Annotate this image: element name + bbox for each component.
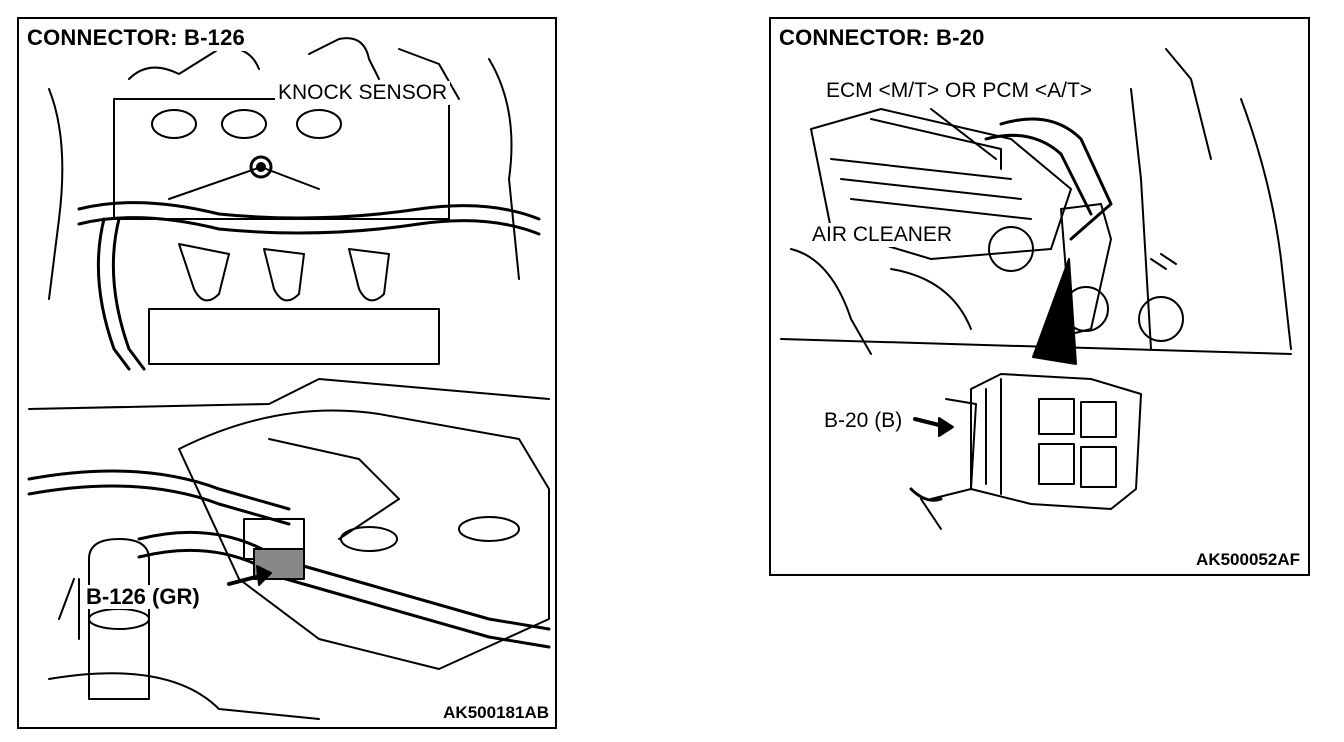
ecm-pcm-label: ECM <M/T> OR PCM <A/T> bbox=[823, 79, 1096, 103]
connector-b20-panel: CONNECTOR: B-20 ECM <M/T> OR PCM <A/T> A… bbox=[769, 17, 1310, 576]
figure-code-right: AK500052AF bbox=[1196, 550, 1300, 569]
panel-title-b126: CONNECTOR: B-126 bbox=[25, 25, 249, 51]
panel-title-b20: CONNECTOR: B-20 bbox=[777, 25, 989, 51]
connector-b20-label: B-20 (B) bbox=[821, 409, 906, 433]
connector-b126-label: B-126 (GR) bbox=[83, 585, 203, 609]
knock-sensor-label: KNOCK SENSOR bbox=[275, 81, 451, 105]
air-cleaner-label: AIR CLEANER bbox=[809, 223, 956, 247]
engine-illustration-b126 bbox=[27, 37, 551, 720]
engine-illustration-b20 bbox=[780, 48, 1292, 530]
connector-b126-panel: CONNECTOR: B-126 KNOCK SENSOR B-126 (GR)… bbox=[17, 17, 557, 729]
figure-code-left: AK500181AB bbox=[443, 703, 549, 722]
